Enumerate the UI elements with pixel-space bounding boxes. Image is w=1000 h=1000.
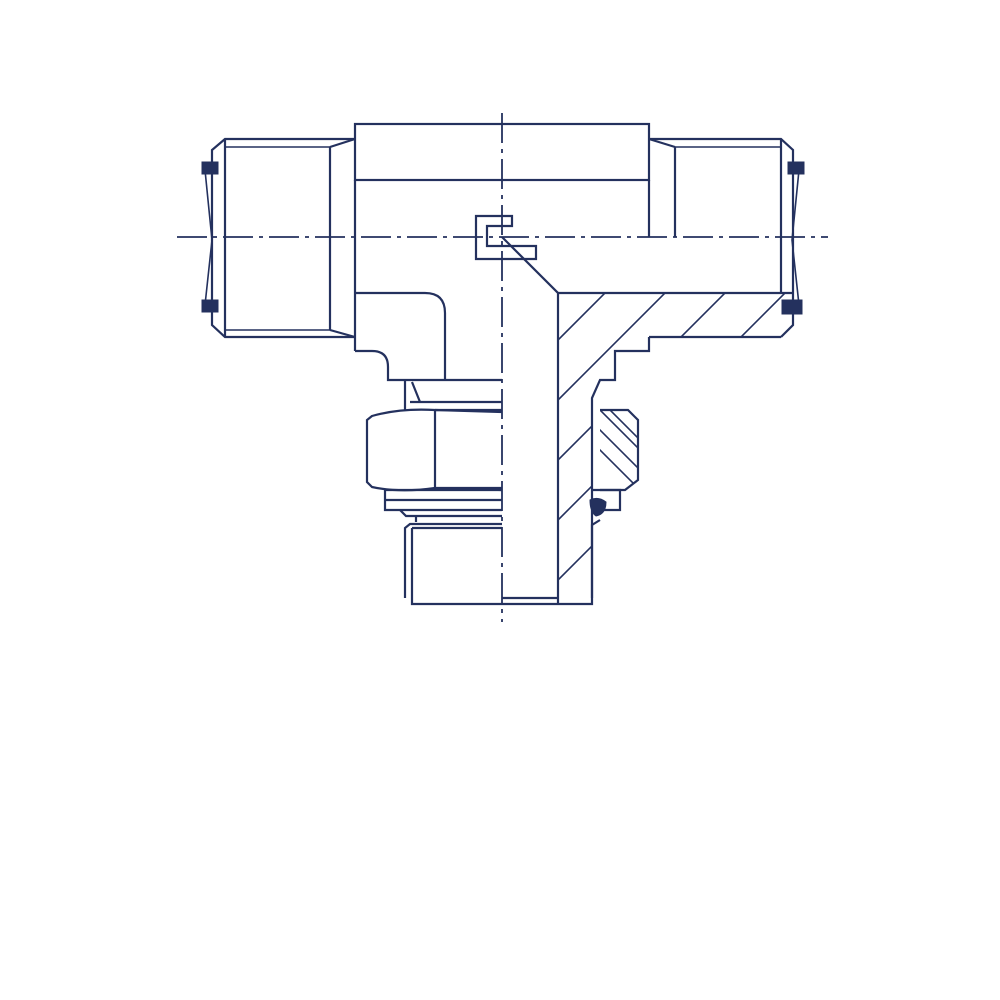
stud-end [403, 519, 601, 606]
right-thread-end [648, 137, 805, 338]
locknut [365, 380, 503, 522]
seal-ring [589, 408, 640, 517]
center-lines [177, 113, 828, 622]
tee-body [353, 122, 793, 604]
left-thread-end [201, 137, 356, 339]
adjustable-symbol [474, 214, 538, 261]
section-hatching [558, 293, 793, 604]
